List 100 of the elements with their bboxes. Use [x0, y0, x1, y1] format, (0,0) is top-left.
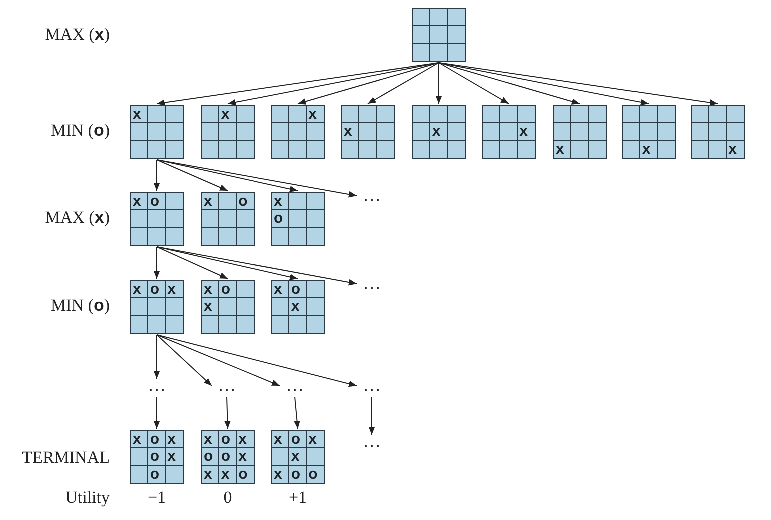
board-mark: x — [728, 140, 737, 158]
game-board — [412, 105, 466, 159]
arrow — [156, 160, 228, 192]
arrow — [154, 396, 160, 430]
game-board — [691, 105, 745, 159]
utility-value: −1 — [146, 488, 168, 508]
arrow — [224, 396, 231, 430]
board-mark: o — [291, 466, 300, 483]
board-mark: x — [432, 123, 441, 140]
game-board — [622, 105, 676, 159]
board-mark: x — [204, 281, 212, 298]
board-mark: x — [204, 298, 212, 316]
board-mark: o — [150, 281, 160, 298]
board-mark: o — [238, 466, 248, 483]
arrow — [156, 334, 358, 388]
arrow — [156, 160, 298, 192]
board-mark: x — [168, 281, 176, 298]
board-mark: o — [150, 193, 160, 210]
board-mark: x — [274, 431, 282, 448]
arrow — [156, 246, 358, 286]
arrow — [438, 62, 510, 104]
board-mark: x — [520, 123, 528, 140]
arrow — [156, 62, 440, 106]
board-mark: x — [168, 448, 176, 466]
game-board — [341, 105, 395, 159]
arrow — [156, 334, 212, 386]
board-mark: x — [168, 431, 176, 448]
board-mark: x — [221, 466, 230, 483]
arrow — [436, 62, 442, 104]
arrow — [156, 246, 228, 280]
utility-value: 0 — [222, 488, 234, 508]
board-mark: x — [133, 106, 142, 123]
game-board — [201, 192, 255, 246]
board-mark: x — [274, 281, 282, 298]
arrow — [156, 334, 280, 386]
board-mark: x — [238, 431, 247, 448]
board-mark: o — [221, 448, 230, 466]
arrow — [438, 62, 580, 105]
arrow — [294, 396, 300, 430]
arrow — [368, 62, 440, 104]
row-label: MIN (o) — [50, 296, 110, 316]
arrow — [368, 396, 376, 436]
board-mark: x — [291, 448, 300, 466]
row-label: MIN (o) — [50, 121, 110, 141]
board-mark: o — [150, 431, 160, 448]
game-board — [412, 8, 466, 62]
ellipsis: … — [358, 436, 386, 452]
board-mark: o — [204, 448, 214, 466]
board-mark: x — [344, 123, 352, 140]
arrow — [438, 62, 718, 106]
board-mark: x — [274, 466, 282, 483]
board-mark: x — [204, 466, 212, 483]
board-mark: x — [221, 106, 230, 123]
board-mark: o — [291, 281, 300, 298]
board-mark: o — [308, 466, 318, 483]
board-mark: x — [642, 140, 651, 158]
arrow — [154, 334, 160, 380]
arrow — [156, 246, 298, 280]
game-board — [271, 430, 325, 484]
row-label: TERMINAL — [21, 448, 110, 468]
board-mark: x — [204, 193, 212, 210]
arrow — [298, 62, 440, 105]
utility-value: +1 — [288, 488, 308, 508]
ellipsis: … — [358, 190, 386, 206]
board-mark: x — [238, 448, 247, 466]
board-mark: o — [291, 431, 300, 448]
board-mark: x — [133, 431, 142, 448]
board-mark: x — [308, 431, 317, 448]
ellipsis: … — [358, 278, 386, 294]
arrow — [156, 160, 358, 198]
ellipsis: … — [358, 380, 386, 396]
board-mark: o — [221, 431, 230, 448]
utility-label: Utility — [64, 488, 110, 508]
game-board — [482, 105, 536, 159]
row-label: MAX (x) — [44, 25, 110, 45]
game-board — [271, 280, 325, 334]
board-mark: x — [556, 140, 564, 158]
game-board — [201, 430, 255, 484]
board-mark: o — [150, 448, 160, 466]
board-mark: o — [150, 466, 160, 483]
board-mark: o — [274, 210, 284, 228]
game-board — [130, 430, 184, 484]
arrow — [154, 160, 160, 192]
board-mark: x — [291, 298, 300, 316]
row-label: MAX (x) — [44, 208, 110, 228]
game-board — [553, 105, 607, 159]
ellipsis: … — [281, 380, 309, 396]
board-mark: o — [238, 193, 248, 210]
board-mark: x — [133, 281, 142, 298]
game-board — [271, 105, 325, 159]
game-board — [271, 192, 325, 246]
game-board — [130, 192, 184, 246]
board-mark: x — [133, 193, 142, 210]
board-mark: x — [204, 431, 212, 448]
game-board — [130, 105, 184, 159]
arrow — [228, 62, 440, 106]
board-mark: x — [274, 193, 282, 210]
ellipsis: … — [143, 380, 171, 396]
game-board — [201, 280, 255, 334]
arrow — [154, 246, 160, 280]
